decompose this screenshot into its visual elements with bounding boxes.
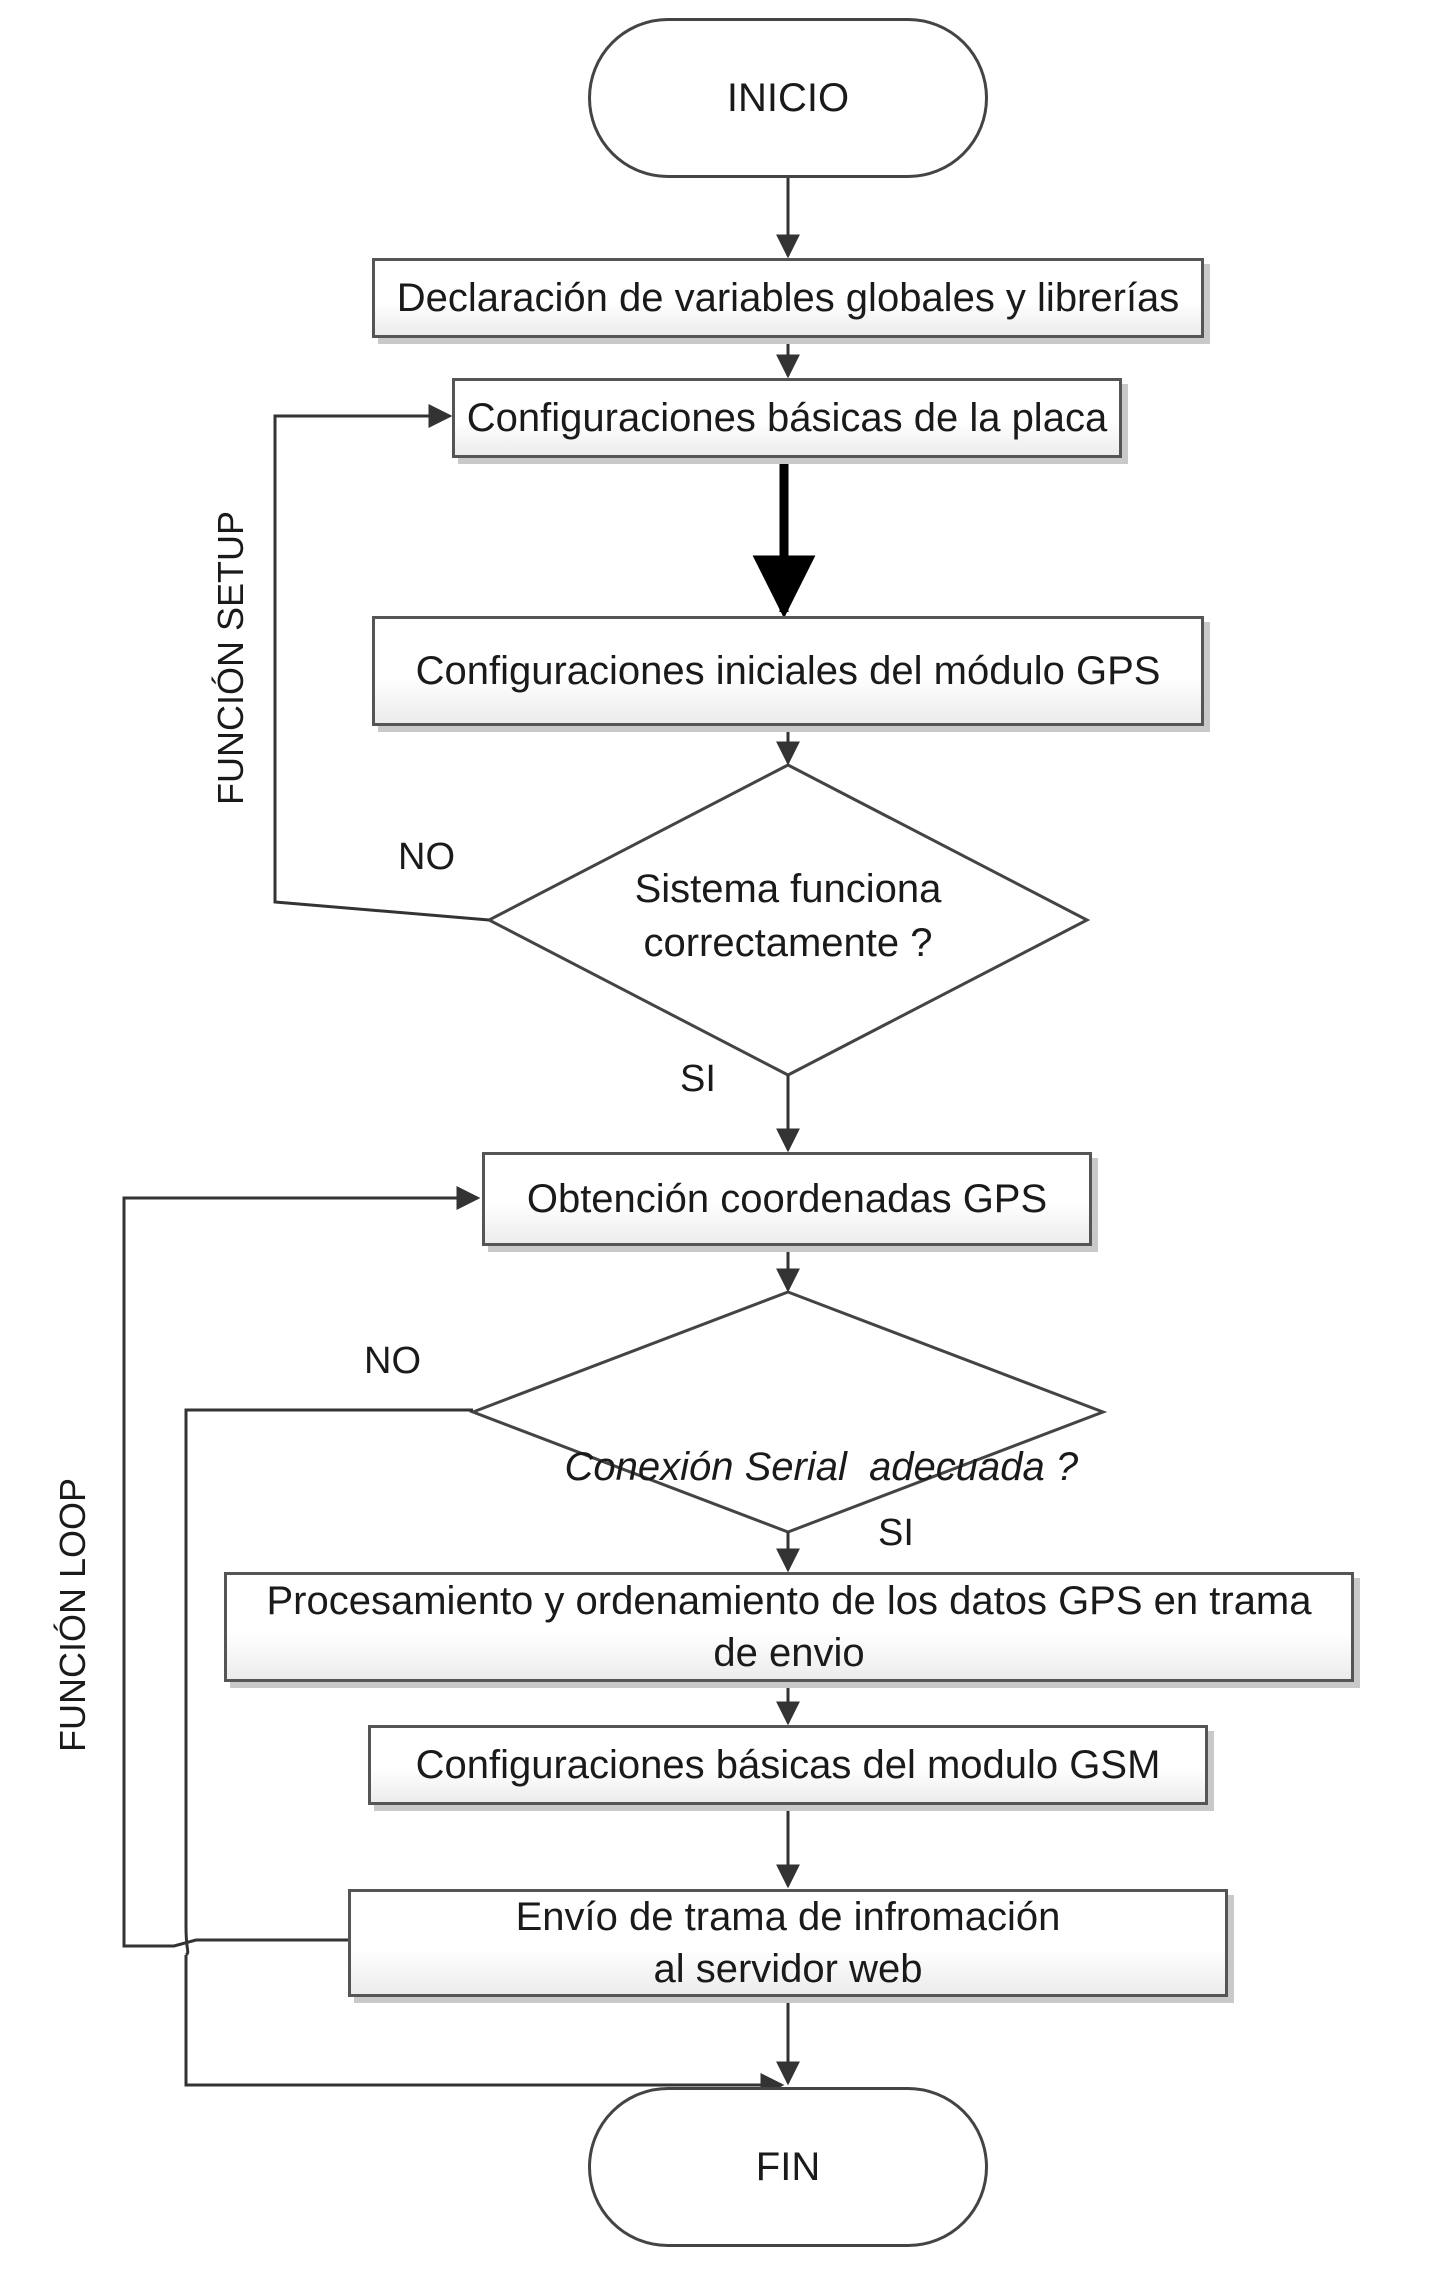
process-box: Procesamiento y ordenamiento de los dato… [224, 1572, 1354, 1682]
loop-serial-no [184, 1408, 473, 1927]
loop-system-no [273, 404, 490, 922]
decision-serial-label: Conexión Serial adecuada ? [564, 1445, 1079, 1489]
board-config-box: Configuraciones básicas de la placa [452, 378, 1122, 458]
declare-box: Declaración de variables globales y libr… [372, 258, 1204, 338]
system-si-label: SI [680, 1058, 716, 1100]
start-node: INICIO [588, 18, 988, 178]
end-label: FIN [755, 2145, 821, 2189]
process-label: Procesamiento y ordenamiento de los dato… [266, 1579, 1312, 1675]
gps-init-box: Configuraciones iniciales del módulo GPS [372, 616, 1204, 726]
setup-section-label: FUNCIÓN SETUP [210, 510, 251, 805]
loop-serial-no-to-end [184, 1955, 785, 2097]
serial-si-label: SI [878, 1512, 914, 1554]
board-config-label: Configuraciones básicas de la placa [466, 396, 1108, 440]
system-no-label: NO [398, 836, 455, 878]
decision-system-label: Sistema funciona correctamente ? [634, 867, 942, 965]
end-node: FIN [588, 2087, 988, 2247]
send-box: Envío de trama de infromación al servido… [348, 1889, 1228, 1997]
loop-send-to-coords [122, 1186, 481, 1948]
line-hop [184, 1926, 190, 1957]
send-label: Envío de trama de infromación al servido… [515, 1895, 1061, 1991]
start-label: INICIO [726, 76, 850, 120]
gsm-config-box: Configuraciones básicas del modulo GSM [368, 1725, 1208, 1805]
coords-label: Obtención coordenadas GPS [526, 1177, 1048, 1221]
serial-no-label: NO [364, 1340, 421, 1382]
coords-box: Obtención coordenadas GPS [482, 1152, 1092, 1246]
gps-init-label: Configuraciones iniciales del módulo GPS [415, 649, 1161, 693]
loop-section-label: FUNCIÓN LOOP [52, 1477, 93, 1752]
declare-label: Declaración de variables globales y libr… [396, 276, 1180, 320]
gsm-config-label: Configuraciones básicas del modulo GSM [415, 1743, 1161, 1787]
